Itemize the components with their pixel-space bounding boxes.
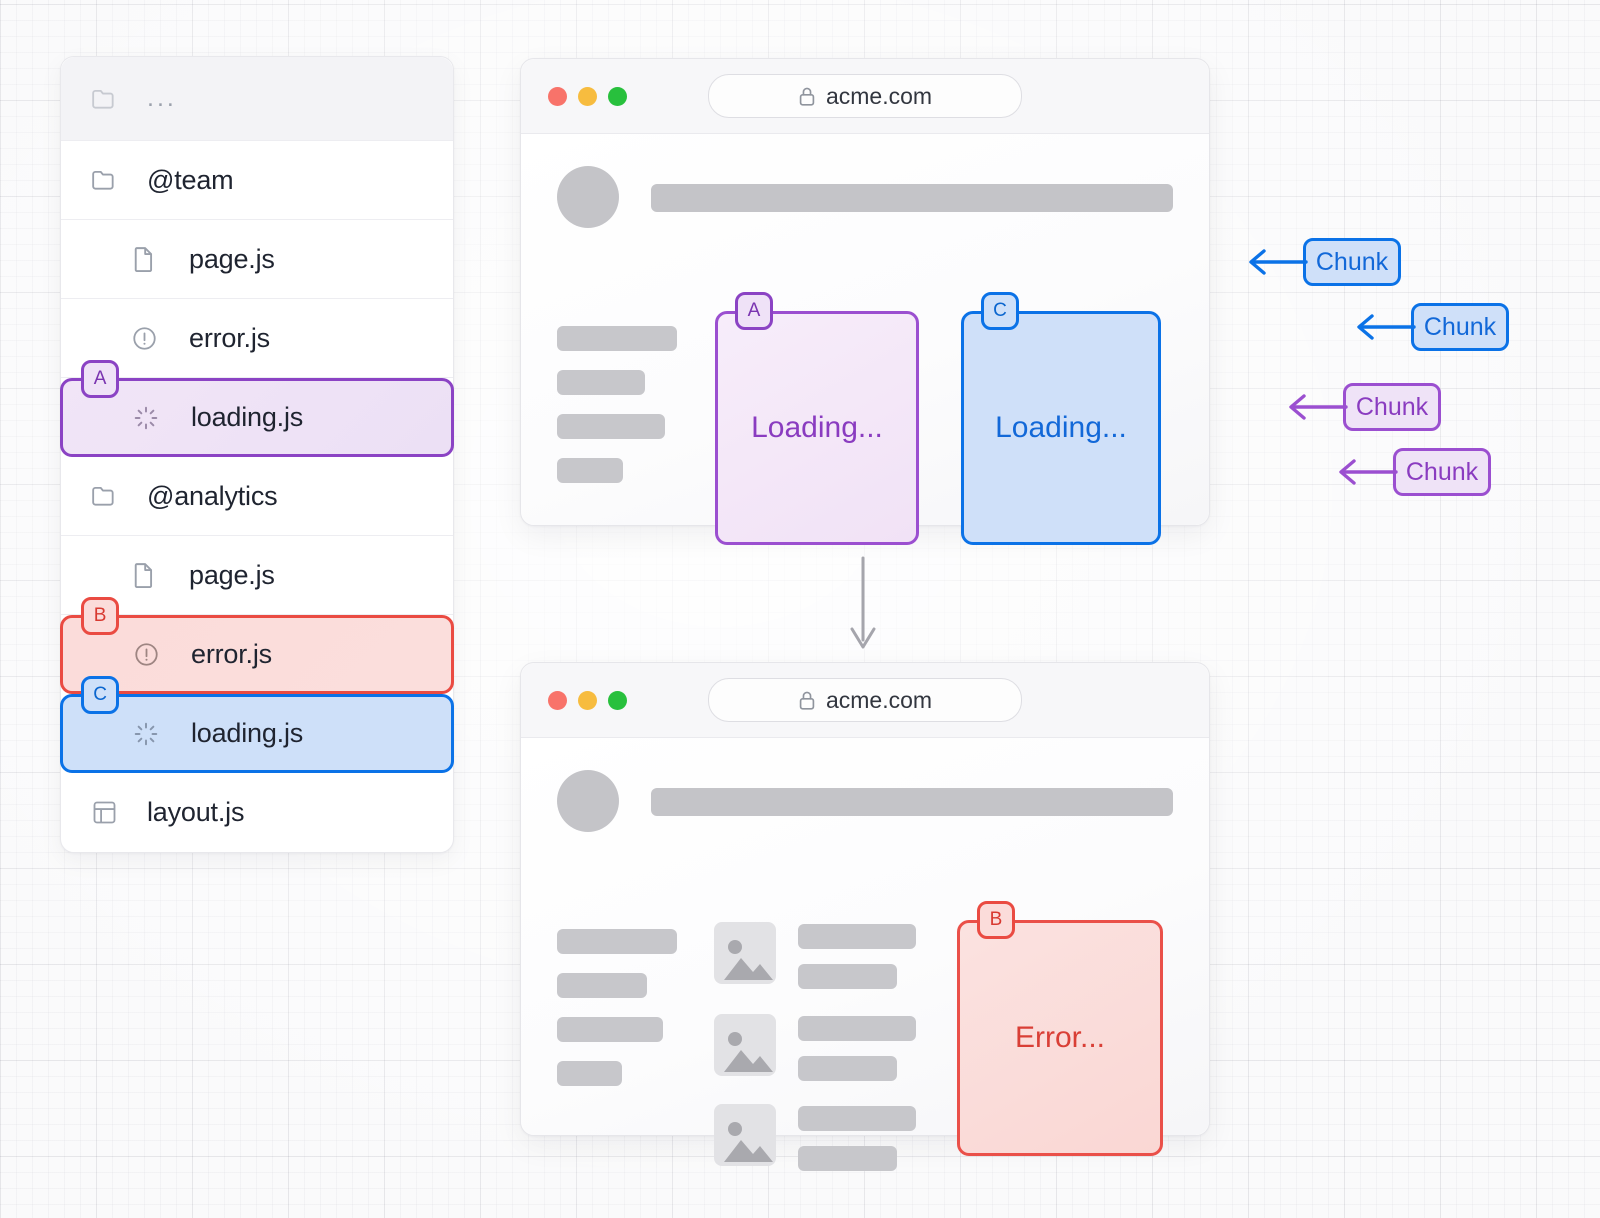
chunk-text: Chunk [1423,312,1497,341]
panel-label: Loading... [995,411,1127,444]
lock-icon [798,690,816,711]
folder-icon [87,169,121,191]
close-button-icon[interactable] [548,86,567,106]
panel-label: Loading... [751,411,883,444]
skeleton-bar [557,929,677,954]
url-bar[interactable]: acme.com [708,74,1022,118]
spinner-icon [129,721,163,747]
tree-row-label: @analytics [147,480,278,511]
image-placeholder-icon [714,1104,776,1166]
close-button-icon[interactable] [548,690,567,710]
chunk-text: Chunk [1405,457,1479,486]
file-tree-panel: ... @team page.js error.js A [60,56,454,853]
maximize-button-icon[interactable] [608,86,627,106]
skeleton-bar [557,326,677,351]
badge-c: C [81,676,119,714]
url-bar[interactable]: acme.com [708,678,1022,722]
avatar [557,770,619,832]
tree-row-team-error[interactable]: error.js [61,299,453,378]
file-icon [127,246,161,272]
tree-row-label: loading.js [191,402,304,432]
tree-row-label: page.js [189,559,275,590]
header-skeleton-bar [651,184,1173,212]
tree-row-analytics[interactable]: @analytics [61,457,453,536]
minimize-button-icon[interactable] [578,86,597,106]
url-text: acme.com [825,686,933,713]
folder-icon [87,88,121,110]
browser-window-loading: acme.com A Loading... C Loading... [520,58,1210,545]
tree-row-layout[interactable]: layout.js [61,773,453,852]
maximize-button-icon[interactable] [608,690,627,710]
chunk-arrow-1 [1249,249,1308,275]
chunk-text: Chunk [1355,392,1429,421]
browser-titlebar: acme.com [521,59,1209,134]
chunk-label-3: Chunk [1343,383,1441,431]
file-icon [127,562,161,588]
badge-a: A [735,292,773,330]
chunk-arrow-3 [1289,394,1348,420]
chunk-label-1: Chunk [1303,238,1401,286]
skeleton-bar [557,458,623,483]
chunk-label-4: Chunk [1393,448,1491,496]
skeleton-bar [557,414,665,439]
header-skeleton-bar [651,788,1173,816]
skeleton-bar [798,1106,916,1131]
traffic-lights [548,86,627,106]
panel-error-b: B Error... [957,901,1163,1156]
avatar [557,166,619,228]
browser-window-loaded: acme.com [520,662,1210,1171]
panel-loading-c: C Loading... [961,292,1161,545]
tree-row-analytics-loading[interactable]: C loading.js [60,676,454,773]
skeleton-bar [557,370,645,395]
skeleton-bar [798,924,916,949]
down-arrow-icon [845,556,881,655]
panel-loading-a: A Loading... [715,292,919,545]
tree-row-label: page.js [189,243,275,274]
chunk-label-2: Chunk [1411,303,1509,351]
panel-label: Error... [1014,1021,1105,1054]
chunk-text: Chunk [1315,247,1389,276]
tree-row-label: ... [147,84,177,112]
tree-row-team[interactable]: @team [61,141,453,220]
image-placeholder-icon [714,1014,776,1076]
tree-row-team-loading[interactable]: A loading.js [60,360,454,457]
skeleton-bar [557,1061,622,1086]
skeleton-bar [798,1056,897,1081]
badge-a: A [81,360,119,398]
image-placeholder-icon [714,922,776,984]
badge-b: B [81,597,119,635]
tree-row-label: loading.js [191,718,304,748]
skeleton-bar [557,973,647,998]
tree-row-team-page[interactable]: page.js [61,220,453,299]
lock-icon [798,86,816,107]
alert-circle-icon [127,326,161,351]
skeleton-bar [798,1146,897,1171]
skeleton-bar [798,1016,916,1041]
folder-icon [87,485,121,507]
tree-row-label: layout.js [147,797,245,827]
layout-icon [87,800,121,825]
alert-circle-icon [129,642,163,667]
traffic-lights [548,690,627,710]
tree-row-ellipsis[interactable]: ... [61,57,453,141]
badge-b: B [977,901,1015,939]
skeleton-bar [557,1017,663,1042]
chunk-arrow-2 [1357,314,1416,340]
tree-row-label: error.js [191,639,272,669]
minimize-button-icon[interactable] [578,690,597,710]
tree-row-label: error.js [189,322,270,353]
browser-viewport: A Loading... C Loading... [521,134,1209,545]
chunk-arrow-4 [1339,459,1398,485]
tree-row-label: @team [147,164,234,195]
browser-viewport: B Error... [521,738,1209,1171]
spinner-icon [129,405,163,431]
badge-c: C [981,292,1019,330]
skeleton-bar [798,964,897,989]
browser-titlebar: acme.com [521,663,1209,738]
url-text: acme.com [825,82,933,109]
tree-row-analytics-page[interactable]: page.js [61,536,453,615]
tree-row-analytics-error[interactable]: B error.js [60,597,454,694]
